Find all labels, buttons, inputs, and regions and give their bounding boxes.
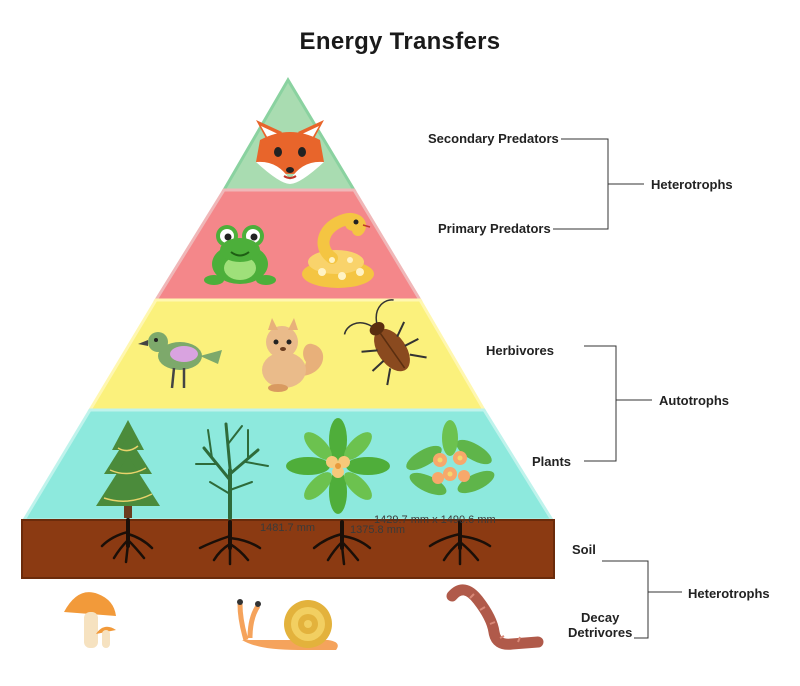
dimension-text-1: 1481.7 mm: [260, 522, 316, 534]
dimension-text-2: 1375.8 mm: [350, 524, 406, 536]
decomposer-label-line2: Detrivores: [568, 625, 633, 640]
bracket-autotrophs: [584, 345, 652, 462]
level-label-herbivores: Herbivores: [484, 343, 556, 358]
frog-icon: [204, 225, 276, 285]
diagram-title: Energy Transfers: [299, 28, 501, 55]
group-label-heterotrophs-bottom: Heterotrophs: [686, 586, 772, 601]
green-flower-icon: [286, 418, 390, 514]
roots-icon: [100, 518, 154, 564]
level-label-secondary-predators: Secondary Predators: [426, 131, 561, 146]
bird-icon: [138, 332, 222, 389]
worm-icon: [446, 584, 544, 650]
snake-icon: [302, 213, 374, 288]
group-label-autotrophs: Autotrophs: [657, 393, 732, 408]
roots-icon: [312, 520, 372, 566]
group-label-heterotrophs-top: Heterotrophs: [649, 177, 735, 192]
bare-tree-icon: [195, 422, 269, 520]
soil-layer: [21, 519, 555, 579]
cockroach-icon: [343, 299, 427, 386]
mushroom-icon: [64, 592, 116, 648]
snail-icon: [237, 599, 338, 650]
decomposer-label-line1: Decay: [581, 610, 620, 625]
level-label-plants: Plants: [530, 454, 574, 469]
squirrel-icon: [262, 318, 324, 392]
bracket-heterotrophs-top: [520, 138, 644, 230]
decomposer-label: Decay Detrivores: [566, 610, 635, 640]
level-label-primary-predators: Primary Predators: [436, 221, 553, 236]
roots-icon: [198, 520, 262, 566]
roots-icon: [428, 520, 492, 566]
pine-tree-icon: [96, 420, 160, 518]
dimension-text-3: 1429.7 mm x 1490.6 mm: [374, 514, 496, 526]
tier-primary-predators: [153, 188, 423, 302]
soil-label: Soil: [570, 542, 598, 557]
orange-flower-shrub-icon: [406, 420, 495, 496]
fox-icon: [256, 120, 324, 184]
